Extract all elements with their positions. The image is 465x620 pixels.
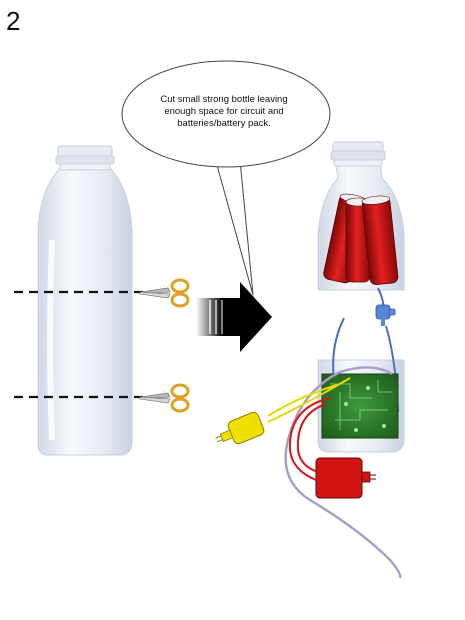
yellow-wire [267,377,351,423]
connector-icon [315,457,376,499]
step-number: 2 [6,6,21,36]
red-wire [296,403,327,473]
yellow-wire [267,383,341,417]
scissors-icon [139,383,190,413]
callout-bubble [121,60,331,296]
circuit-board-icon [321,373,399,439]
full-bottle [37,145,133,456]
scissors-icon [139,278,190,308]
battery-icon [361,195,399,286]
red-wire [288,397,331,481]
connector-icon [215,411,265,445]
arrow-right-icon [196,282,272,352]
purple-wire [284,366,402,579]
connector-icon [375,304,396,326]
callout-text: Cut small strong bottle leaving enough s… [160,94,288,129]
